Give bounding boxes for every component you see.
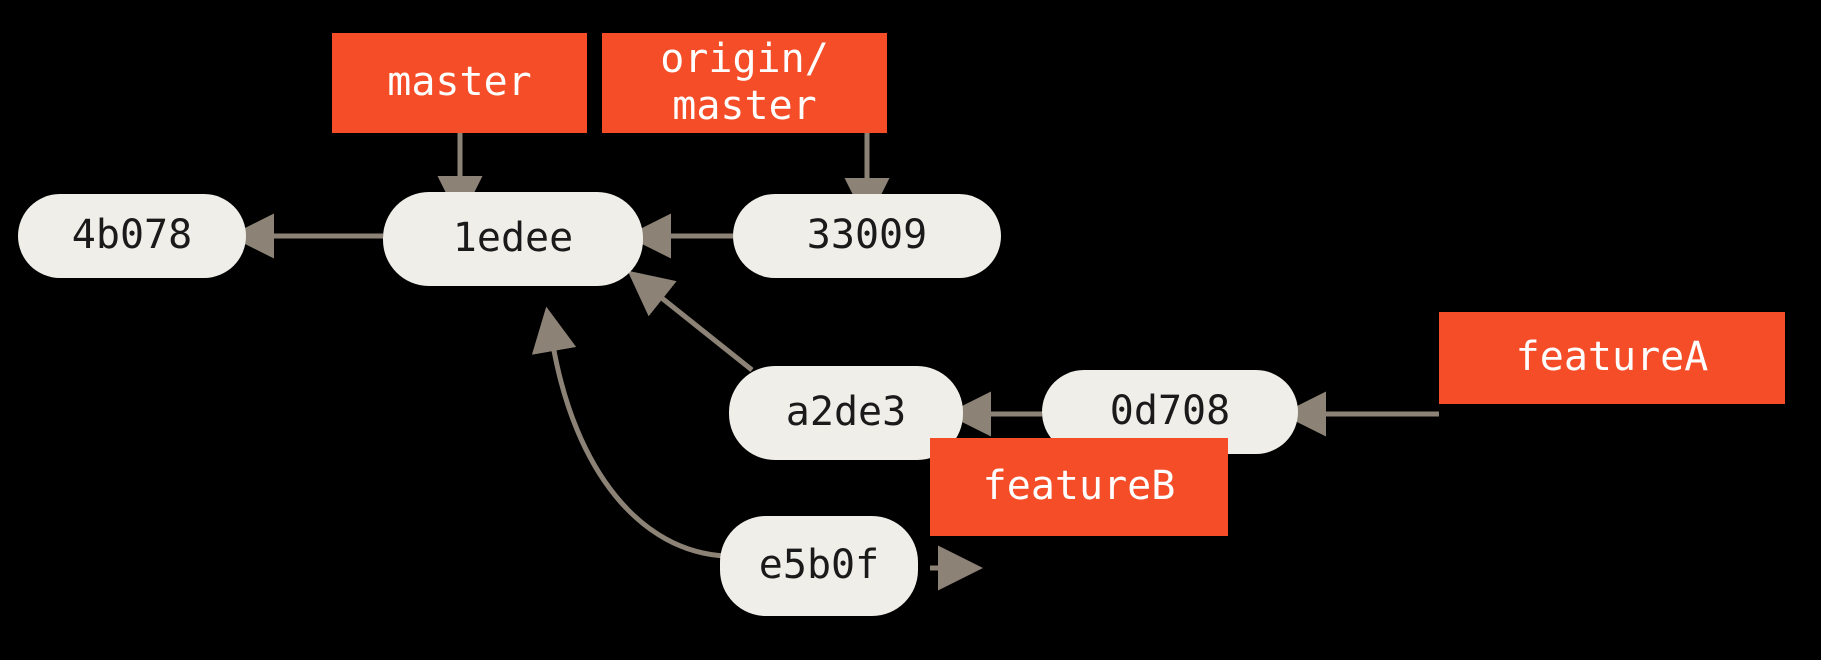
commit-label: e5b0f — [758, 542, 880, 589]
commit-node-1edee[interactable]: 1edee — [383, 192, 643, 286]
edge-a2de3-to-1edee — [627, 270, 754, 372]
branch-label-text: featureB — [982, 463, 1176, 510]
branch-label-text: featureA — [1515, 334, 1709, 381]
branch-label-master[interactable]: master — [332, 33, 587, 133]
commit-label: 1edee — [452, 215, 574, 262]
branch-label-text: master — [387, 59, 532, 106]
commit-node-33009[interactable]: 33009 — [733, 194, 1001, 278]
branch-label-text: origin/ master — [660, 35, 829, 129]
commit-node-e5b0f[interactable]: e5b0f — [720, 516, 918, 616]
edge-e5b0f-to-1edee — [531, 306, 727, 559]
commit-label: a2de3 — [785, 389, 907, 436]
branch-label-origin-master[interactable]: origin/ master — [602, 33, 887, 133]
commit-label: 33009 — [806, 212, 928, 259]
commit-label: 4b078 — [71, 212, 193, 259]
commit-node-a2de3[interactable]: a2de3 — [729, 366, 963, 460]
commit-label: 0d708 — [1109, 388, 1231, 435]
commit-node-4b078[interactable]: 4b078 — [18, 194, 246, 278]
branch-label-featureB[interactable]: featureB — [930, 438, 1228, 536]
branch-label-featureA[interactable]: featureA — [1439, 312, 1785, 404]
